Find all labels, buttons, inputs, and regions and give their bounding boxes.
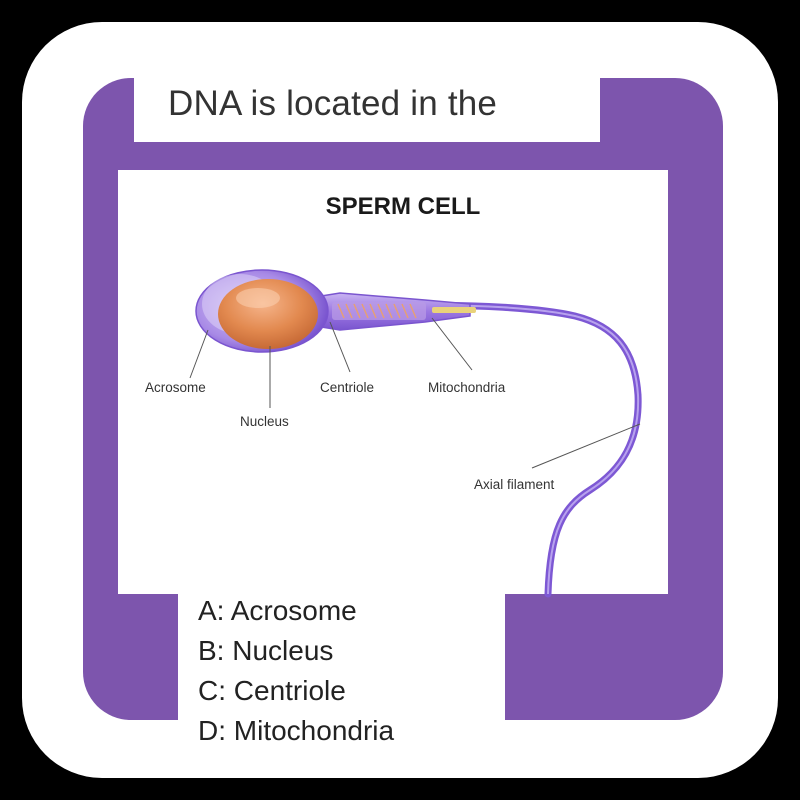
label-centriole: Centriole <box>320 380 374 395</box>
answer-option-d[interactable]: D: Mitochondria <box>198 715 395 746</box>
answer-option-c[interactable]: C: Centriole <box>198 675 346 706</box>
label-mitochondria: Mitochondria <box>428 380 506 395</box>
centriole-leader <box>329 321 351 373</box>
acrosome-leader <box>189 329 209 379</box>
label-acrosome: Acrosome <box>145 380 206 395</box>
answer-option-a[interactable]: A: Acrosome <box>198 595 357 626</box>
mitochondria-leader <box>431 317 473 371</box>
tail <box>416 301 642 598</box>
mitochondria-dots <box>432 307 476 313</box>
diagram-panel <box>118 170 668 594</box>
mitochondria-coils <box>337 303 417 319</box>
tail-highlight <box>419 304 640 595</box>
label-axial-filament: Axial filament <box>474 477 555 492</box>
answers-panel <box>178 585 505 763</box>
label-nucleus: Nucleus <box>240 414 289 429</box>
nucleus-shine <box>236 288 280 308</box>
answer-option-b[interactable]: B: Nucleus <box>198 635 334 666</box>
question-text: DNA is located in the <box>168 84 498 123</box>
diagram-title: SPERM CELL <box>326 193 481 220</box>
question-banner <box>134 76 600 142</box>
axial-filament-leader <box>531 423 641 469</box>
